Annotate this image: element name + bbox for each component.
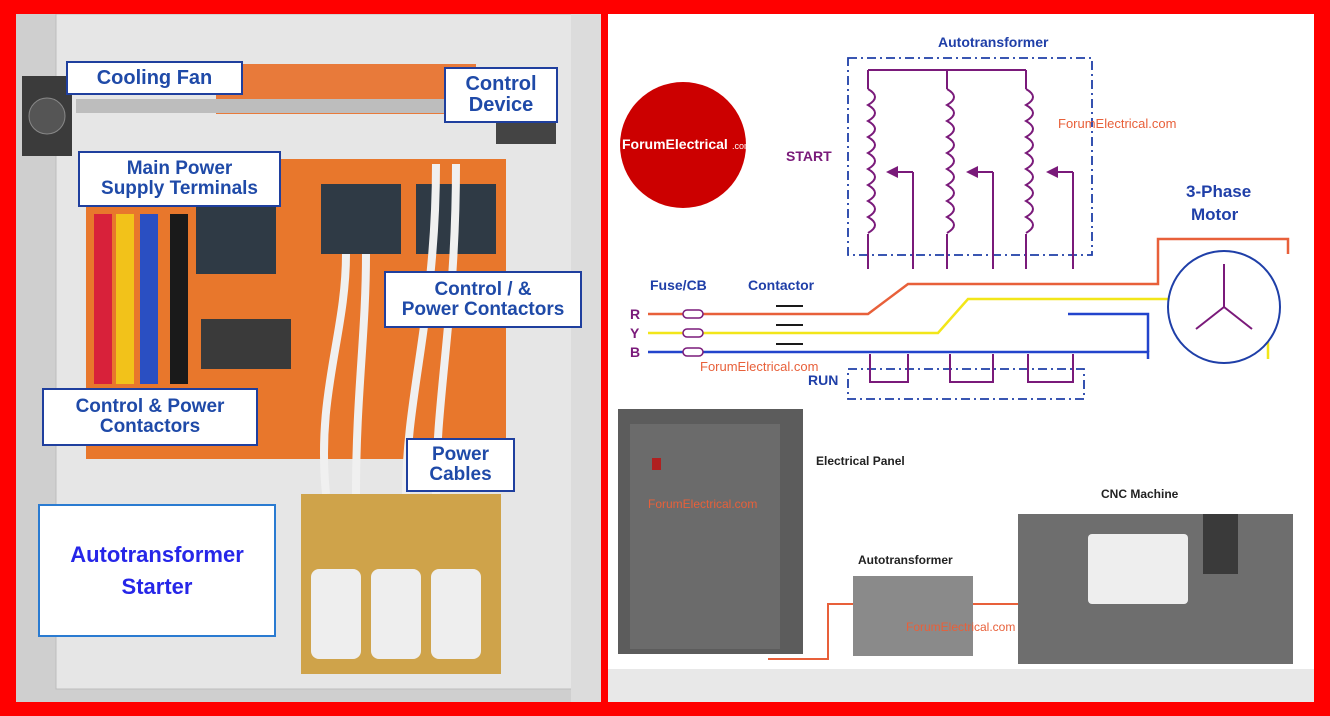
schematic-panel: ForumElectrical .com Autotransformer STA…	[608, 14, 1314, 702]
motor-label-1: 3-Phase	[1186, 182, 1251, 201]
logo-text: ForumElectrical	[622, 136, 728, 152]
contactor-label: Contactor	[748, 277, 815, 293]
autotransformer-illustration-label: Autotransformer	[858, 553, 953, 567]
autotransformer-frame	[847, 57, 1093, 256]
fuse-label: Fuse/CB	[650, 277, 707, 293]
logo-suffix: .com	[732, 141, 752, 151]
label-power-cables: Power Cables	[406, 438, 515, 492]
wiring-diagram: ForumElectrical .com Autotransformer STA…	[608, 34, 1314, 702]
label-cooling-fan: Cooling Fan	[66, 61, 243, 95]
watermark-2: ForumElectrical.com	[700, 359, 818, 374]
run-label: RUN	[808, 372, 838, 388]
starter-panel-photo: Cooling Fan Control Device Main Power Su…	[16, 14, 601, 702]
cnc-machine-label: CNC Machine	[1101, 487, 1179, 501]
watermark-1: ForumElectrical.com	[1058, 116, 1176, 131]
logo-circle	[620, 82, 746, 208]
electrical-panel-label: Electrical Panel	[816, 454, 905, 468]
phase-b: B	[630, 344, 640, 360]
autotransformer-box	[853, 576, 973, 656]
label-control-power-contactors-bottom: Control & Power Contactors	[42, 388, 258, 446]
label-main-power-supply: Main Power Supply Terminals	[78, 151, 281, 207]
contactor-4	[201, 319, 291, 369]
contactor-1	[196, 204, 276, 274]
motor-label-2: Motor	[1191, 205, 1239, 224]
label-control-device: Control Device	[444, 67, 558, 123]
start-label: START	[786, 148, 832, 164]
phase-r: R	[630, 306, 640, 322]
contactor-2	[321, 184, 401, 254]
line-r	[648, 237, 1290, 316]
phase-y: Y	[630, 325, 640, 341]
autotransformer-title: Autotransformer	[938, 34, 1049, 50]
watermark-4: ForumElectrical.com	[906, 620, 1015, 634]
watermark-3: ForumElectrical.com	[648, 497, 757, 511]
label-control-power-contactors-top: Control / & Power Contactors	[384, 271, 582, 328]
run-frame	[847, 368, 1085, 400]
coils	[865, 69, 1074, 269]
motor-windings	[1195, 264, 1253, 330]
